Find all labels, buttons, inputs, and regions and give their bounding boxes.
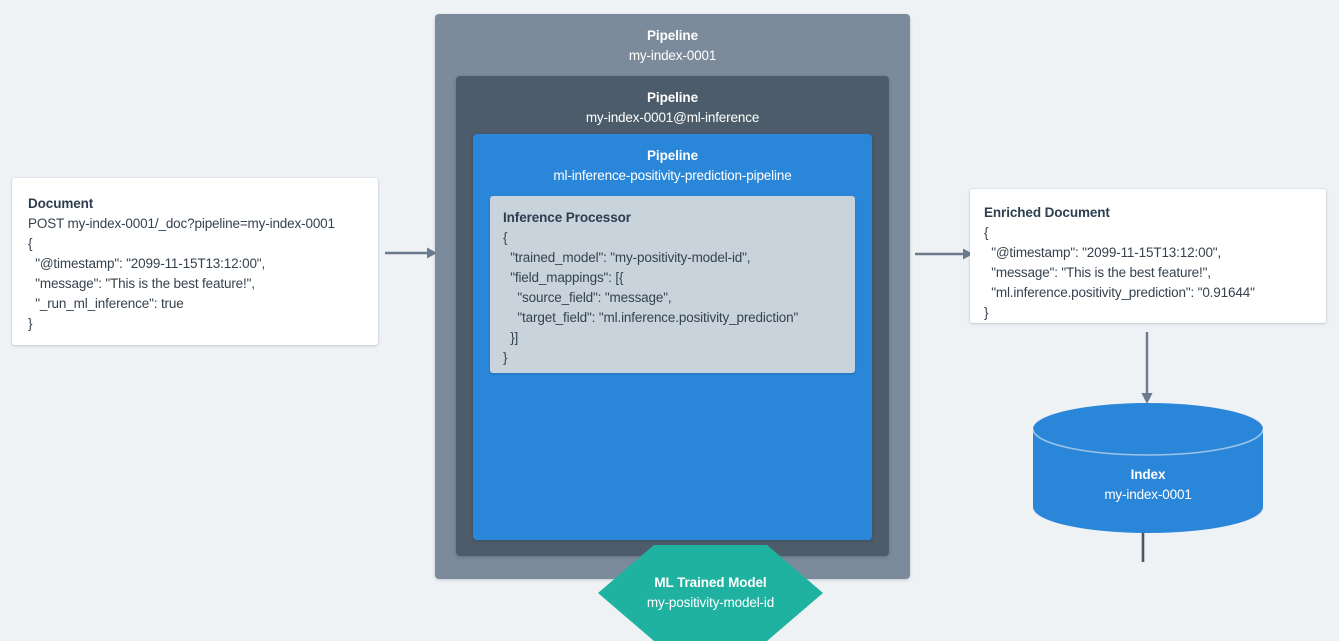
inference-processor-line: "source_field": "message", xyxy=(503,290,672,306)
document-card: Document POST my-index-0001/_doc?pipelin… xyxy=(12,178,378,345)
document-card-line: "message": "This is the best feature!", xyxy=(28,276,255,292)
ml-trained-model-node: ML Trained Model my-positivity-model-id xyxy=(598,545,823,641)
pipeline-outer-header: Pipeline my-index-0001 xyxy=(435,14,910,65)
inference-processor-line: { xyxy=(503,230,508,246)
enriched-document-line: { xyxy=(984,225,989,241)
inference-processor-line: "target_field": "ml.inference.positivity… xyxy=(503,310,799,326)
enriched-document-line: } xyxy=(984,305,989,321)
document-card-line: "@timestamp": "2099-11-15T13:12:00", xyxy=(28,256,266,272)
enriched-document-line: "ml.inference.positivity_prediction": "0… xyxy=(984,285,1255,301)
cylinder-body xyxy=(1033,429,1263,533)
hexagon-shape xyxy=(598,545,823,641)
enriched-document-line: "message": "This is the best feature!", xyxy=(984,265,1211,281)
document-card-line: POST my-index-0001/_doc?pipeline=my-inde… xyxy=(28,216,335,232)
arrow-pipeline-to-enriched-icon xyxy=(915,245,973,263)
inference-processor-title: Inference Processor xyxy=(503,210,631,225)
diagram-canvas: Document POST my-index-0001/_doc?pipelin… xyxy=(12,14,1326,641)
pipeline-mid-box: Pipeline my-index-0001@ml-inference Pipe… xyxy=(456,76,1149,641)
enriched-document-card: Enriched Document { "@timestamp": "2099-… xyxy=(970,189,1326,323)
enriched-document-line: "@timestamp": "2099-11-15T13:12:00", xyxy=(984,245,1222,261)
document-card-line: } xyxy=(28,316,33,332)
inference-processor-line: } xyxy=(503,350,508,366)
cylinder-top-edge xyxy=(1033,428,1263,456)
inference-processor-panel: Inference Processor { "trained_model": "… xyxy=(490,196,855,373)
pipeline-outer-name: my-index-0001 xyxy=(628,47,717,63)
document-card-title: Document xyxy=(28,196,94,211)
arrow-enriched-to-index-icon xyxy=(1138,332,1156,404)
enriched-document-title: Enriched Document xyxy=(984,205,1110,220)
pipeline-outer-kind: Pipeline xyxy=(647,28,698,43)
pipeline-inner-name: ml-inference-positivity-prediction-pipel… xyxy=(553,167,792,183)
inference-processor-line: }] xyxy=(503,330,519,346)
pipeline-mid-header: Pipeline my-index-0001@ml-inference xyxy=(456,76,889,127)
pipeline-inner-box: Pipeline ml-inference-positivity-predict… xyxy=(473,134,1149,641)
pipeline-inner-kind: Pipeline xyxy=(647,148,698,163)
document-card-line: { xyxy=(28,236,33,252)
inference-processor-line: "trained_model": "my-positivity-model-id… xyxy=(503,250,751,266)
inference-processor-line: "field_mappings": [{ xyxy=(503,270,624,286)
arrow-doc-to-pipeline-icon xyxy=(385,244,437,262)
document-card-line: "_run_ml_inference": true xyxy=(28,296,184,312)
index-cylinder-node: Index my-index-0001 xyxy=(1033,403,1263,533)
pipeline-outer-box: Pipeline my-index-0001 Pipeline my-index… xyxy=(435,14,1149,641)
pipeline-mid-name: my-index-0001@ml-inference xyxy=(585,109,760,125)
cylinder-top xyxy=(1033,403,1263,455)
pipeline-mid-kind: Pipeline xyxy=(647,90,698,105)
pipeline-inner-header: Pipeline ml-inference-positivity-predict… xyxy=(473,134,872,185)
